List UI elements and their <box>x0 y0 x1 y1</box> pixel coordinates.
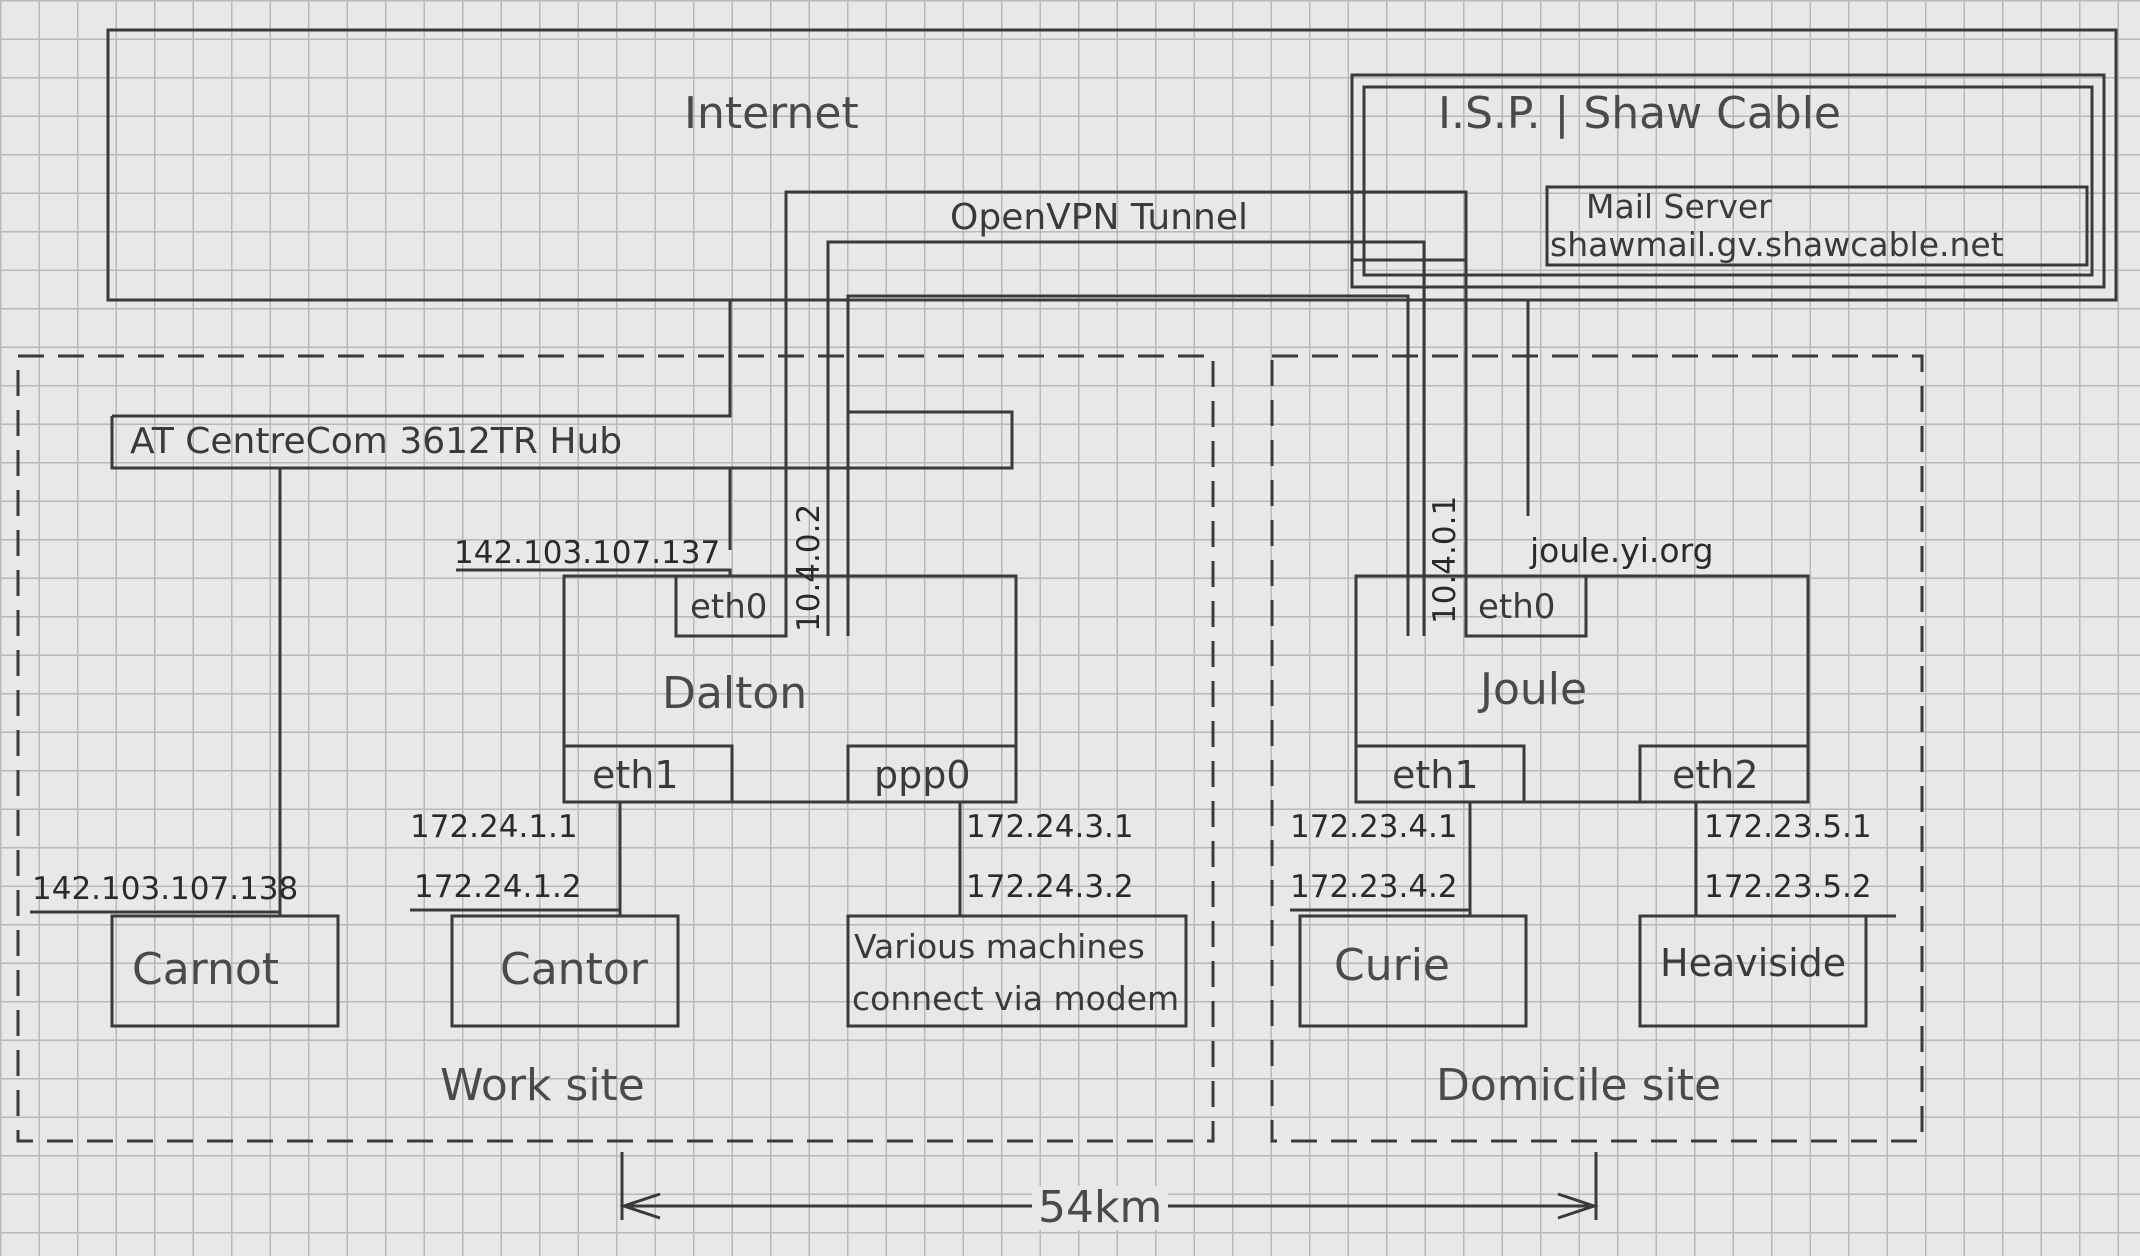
cantor-box <box>450 914 680 1028</box>
joule-hostname: joule.yi.org <box>1530 531 1714 570</box>
mail-server-box <box>1545 185 2089 267</box>
domicile-site-label: Domicile site <box>1436 1060 1722 1111</box>
hub-label: AT CentreCom 3612TR Hub <box>130 421 623 462</box>
isp-label: I.S.P. | Shaw Cable <box>1438 88 1842 139</box>
carnot-box <box>110 914 340 1028</box>
tunnel-label: OpenVPN Tunnel <box>950 197 1248 238</box>
cantor-ip: 172.24.1.2 <box>414 869 582 905</box>
dalton-eth0-label: eth0 <box>690 587 768 627</box>
dalton-tunnel-ip: 10.4.0.2 <box>791 503 827 632</box>
domicile-site-boundary <box>1270 354 1924 1143</box>
internet-box <box>106 28 2118 302</box>
tunnel-mid <box>826 240 1426 636</box>
distance-label: 54km <box>1032 1186 1169 1230</box>
dalton-box <box>562 574 1018 804</box>
tunnel-hub-link <box>846 410 1012 468</box>
mail-host-label: shawmail.gv.shawcable.net <box>1550 225 2004 264</box>
curie-gateway-ip: 172.23.4.1 <box>1290 809 1458 845</box>
joule-tunnel-ip: 10.4.0.1 <box>1427 495 1463 624</box>
curie-label: Curie <box>1334 940 1450 991</box>
ppp0-modem-link <box>958 802 1170 918</box>
dalton-label: Dalton <box>662 668 808 719</box>
joule-eth2-label: eth2 <box>1672 753 1759 797</box>
dalton-eth1-port <box>562 744 734 804</box>
dalton-eth1-label: eth1 <box>592 753 679 797</box>
isp-box-inner <box>1362 85 2094 277</box>
joule-eth0-port <box>1464 574 1588 638</box>
cantor-label: Cantor <box>500 944 648 995</box>
heaviside-label: Heaviside <box>1660 941 1847 985</box>
hub-carnot-link <box>30 468 282 916</box>
dalton-ppp0-port <box>846 744 1018 804</box>
ppp0-gateway-ip: 172.24.3.1 <box>966 809 1134 845</box>
internet-label: Internet <box>684 88 859 139</box>
distance-arrowhead-left <box>619 1192 661 1220</box>
modem-label-line2: connect via modem <box>852 979 1180 1018</box>
modem-label-line1: Various machines <box>854 927 1145 966</box>
work-site-label: Work site <box>440 1060 645 1111</box>
curie-ip: 172.23.4.2 <box>1290 869 1458 905</box>
heaviside-ip: 172.23.5.2 <box>1704 869 1872 905</box>
eth1-cantor-link <box>410 802 622 916</box>
tunnel-inner <box>846 294 1410 636</box>
curie-box <box>1298 914 1528 1028</box>
joule-label: Joule <box>1480 664 1588 715</box>
heaviside-gateway-ip: 172.23.5.1 <box>1704 809 1872 845</box>
joule-eth1-port <box>1354 744 1526 804</box>
mail-server-label: Mail Server <box>1586 187 1772 226</box>
isp-to-joule <box>1350 192 1530 516</box>
eth1-curie-link <box>1290 802 1472 916</box>
isp-box <box>1350 73 2106 289</box>
joule-eth2-port <box>1638 744 1810 804</box>
carnot-public-ip: 142.103.107.138 <box>32 871 299 907</box>
ppp0-client-ip: 172.24.3.2 <box>966 869 1134 905</box>
dalton-public-ip: 142.103.107.137 <box>454 535 721 571</box>
tunnel-outer <box>784 190 1468 636</box>
joule-eth1-label: eth1 <box>1392 753 1479 797</box>
dalton-ppp0-label: ppp0 <box>874 753 971 797</box>
distance-arrowhead-right <box>1557 1192 1599 1220</box>
carnot-label: Carnot <box>132 944 280 995</box>
eth1-work-gateway-ip: 172.24.1.1 <box>410 809 578 845</box>
dalton-eth0-hub-link <box>456 468 732 576</box>
joule-eth0-label: eth0 <box>1478 587 1556 627</box>
eth2-heaviside-link <box>1694 802 1896 918</box>
work-site-boundary <box>16 354 1215 1143</box>
